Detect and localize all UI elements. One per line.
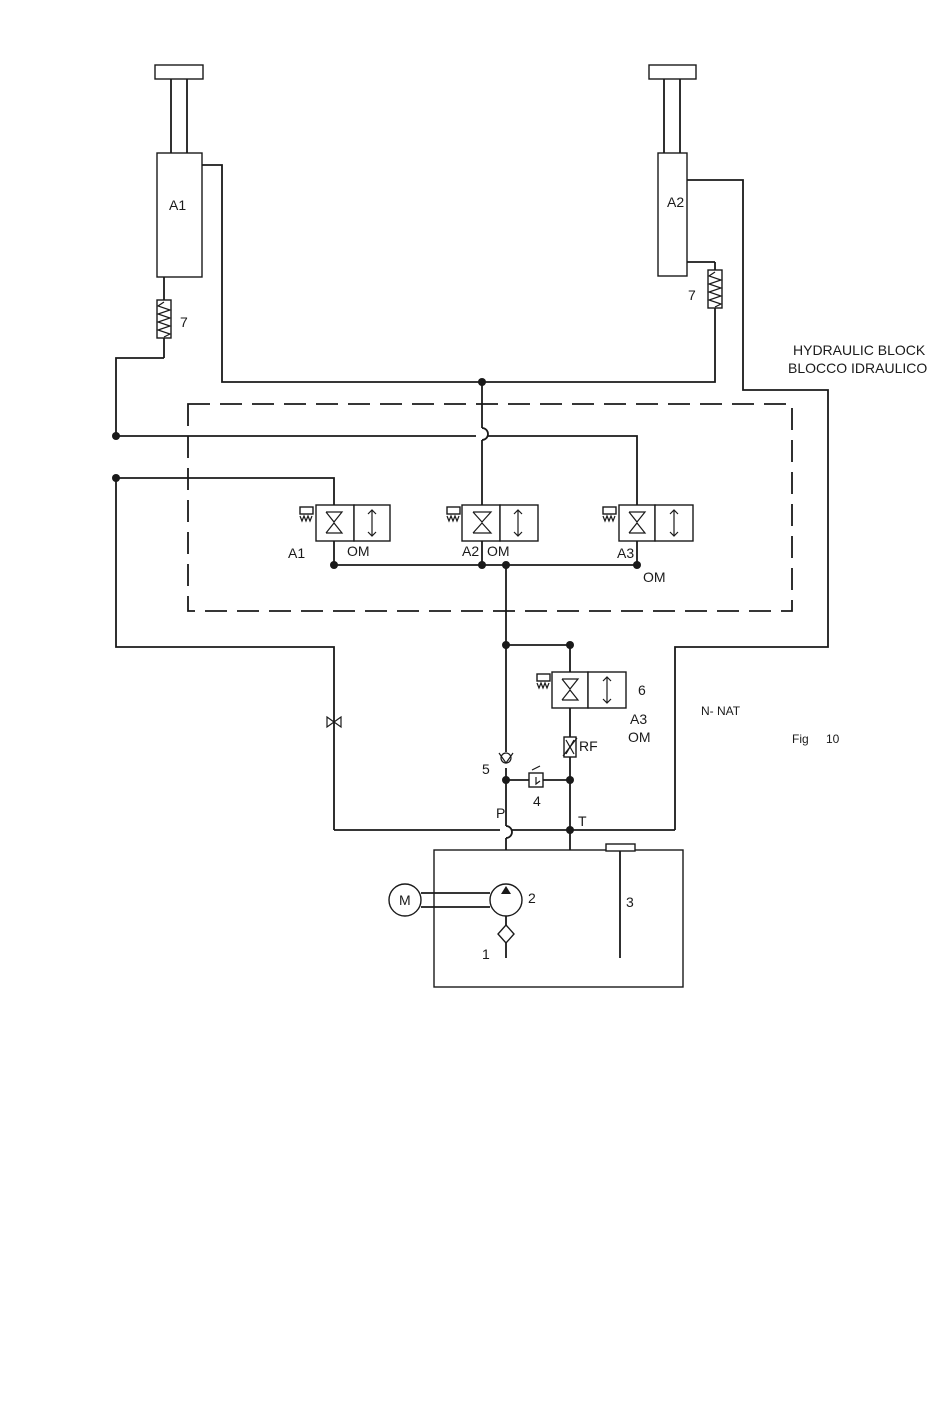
block-title-en: HYDRAULIC BLOCK <box>793 342 926 358</box>
valve-a1: A1 OM <box>288 505 390 565</box>
valve-a2-om: OM <box>487 543 510 559</box>
fig-label: Fig <box>792 732 809 746</box>
tank-num-label: 3 <box>626 894 634 910</box>
valve-6: 6 A3 OM <box>537 672 651 745</box>
cylinder-a2-body <box>658 153 687 276</box>
valve-a3-label: A3 <box>617 545 634 561</box>
valve-a3: A3 OM <box>603 505 693 585</box>
cylinder-a2-label: A2 <box>667 194 684 210</box>
spring-7-right-label: 7 <box>688 287 696 303</box>
relief-valve-4: 4 <box>529 766 543 809</box>
cylinder-a1: A1 <box>155 65 203 277</box>
valve-6-om: OM <box>628 729 651 745</box>
tank <box>434 850 683 987</box>
block-title-it: BLOCCO IDRAULICO <box>788 360 927 376</box>
cylinder-a2: A2 <box>649 65 696 276</box>
cylinder-a1-body <box>157 153 202 277</box>
spring-7-left-label: 7 <box>180 314 188 330</box>
filter-num-label: 1 <box>482 946 490 962</box>
flow-regulator-rf: RF <box>563 737 598 757</box>
relief-valve-4-label: 4 <box>533 793 541 809</box>
valve-6-a3: A3 <box>630 711 647 727</box>
motor-label: M <box>399 892 411 908</box>
valve-a1-om: OM <box>347 543 370 559</box>
spring-7-right: 7 <box>687 262 722 308</box>
port-p-label: P <box>496 805 505 821</box>
valve-a3-om: OM <box>643 569 666 585</box>
valve-6-num: 6 <box>638 682 646 698</box>
check-valve-5: 5 <box>482 753 513 777</box>
fig-number: 10 <box>826 732 840 746</box>
check-valve-5-label: 5 <box>482 761 490 777</box>
port-t-label: T <box>578 813 587 829</box>
pump-num-label: 2 <box>528 890 536 906</box>
valve-a2-label: A2 <box>462 543 479 559</box>
nnat-label: N- NAT <box>701 704 741 718</box>
cylinder-a2-pad <box>649 65 696 79</box>
valve-a1-label: A1 <box>288 545 305 561</box>
spring-7-left: 7 <box>157 277 188 358</box>
rf-label: RF <box>579 738 598 754</box>
cylinder-a1-label: A1 <box>169 197 186 213</box>
tank-filler-cap <box>606 844 635 851</box>
cylinder-a1-pad <box>155 65 203 79</box>
valve-a2: A2 OM <box>447 505 538 565</box>
